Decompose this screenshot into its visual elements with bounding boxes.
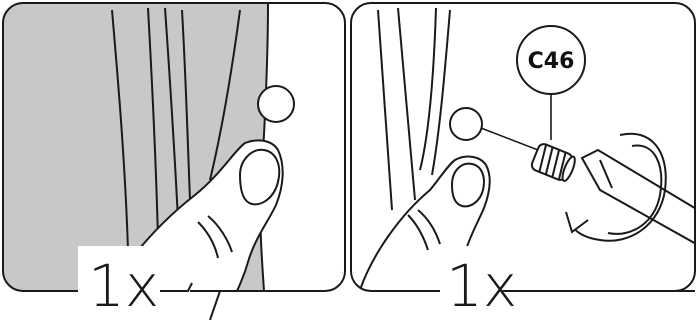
hole-circle <box>258 86 294 122</box>
part-code-label: C46 <box>528 49 575 74</box>
thumbnail-right <box>452 164 484 207</box>
step-panel-left: 1x <box>3 3 345 320</box>
threaded-insert <box>530 142 578 183</box>
step-panel-right: C46 1x <box>351 3 698 320</box>
hole-leader-line <box>481 128 538 150</box>
hole-circle-right <box>450 108 482 140</box>
quantity-label-left: 1x <box>88 252 159 320</box>
quantity-label-right: 1x <box>446 252 517 320</box>
